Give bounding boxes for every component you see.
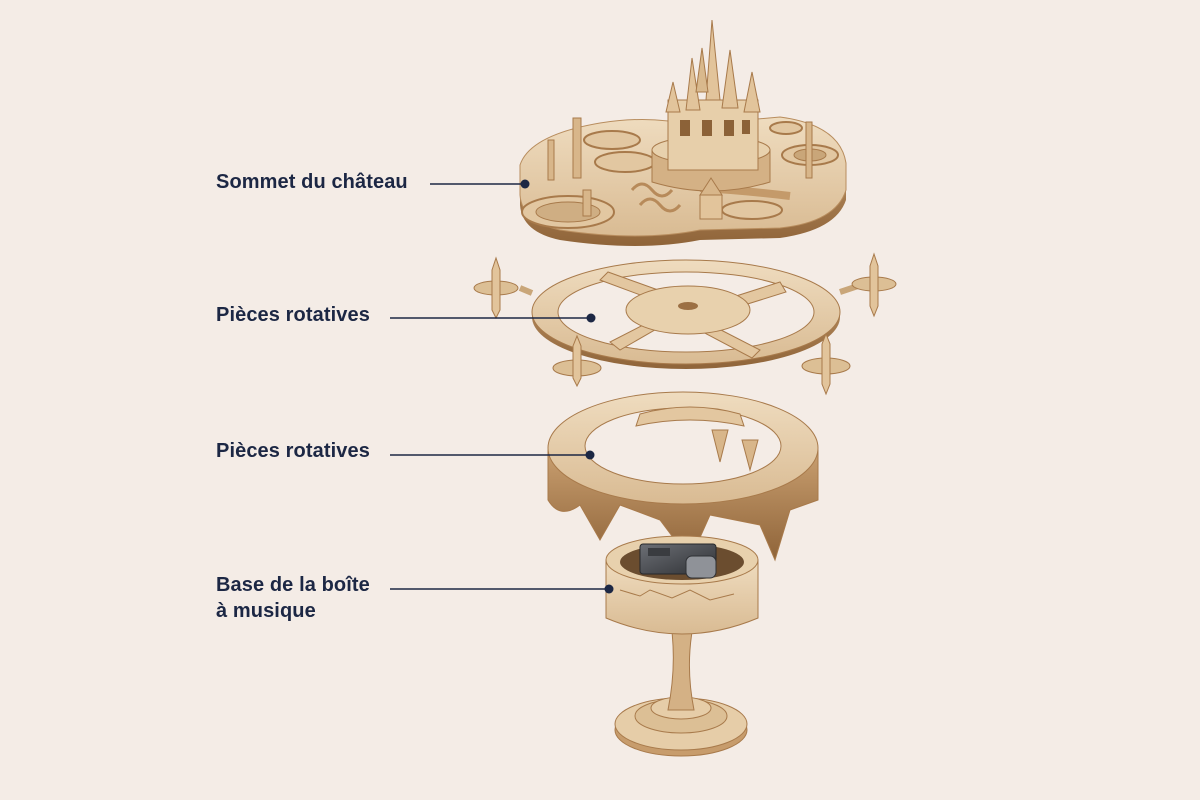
castle-top-piece bbox=[519, 19, 847, 246]
label-rotating-parts-lower: Pièces rotatives bbox=[216, 438, 370, 464]
mini-spinner bbox=[801, 332, 851, 396]
label-text: Pièces rotatives bbox=[216, 440, 370, 462]
label-castle-top: Sommet du château bbox=[216, 169, 408, 195]
leader-line bbox=[430, 179, 530, 189]
rotating-ring-lower-piece bbox=[547, 391, 819, 562]
label-text: Base de la boîte bbox=[216, 574, 370, 596]
label-music-box-base: Base de la boîte à musique bbox=[216, 572, 370, 624]
leader-line bbox=[390, 584, 614, 594]
leader-line bbox=[390, 313, 596, 323]
music-box-base-piece bbox=[605, 535, 759, 757]
rotating-ring-upper-piece bbox=[473, 252, 897, 396]
leader-line bbox=[390, 450, 595, 460]
label-text: Sommet du château bbox=[216, 171, 408, 193]
mini-spinner bbox=[473, 256, 519, 320]
mini-spinner bbox=[851, 252, 897, 318]
label-rotating-parts-upper: Pièces rotatives bbox=[216, 302, 370, 328]
label-text: à musique bbox=[216, 600, 316, 622]
mini-spinner bbox=[552, 334, 602, 388]
label-text: Pièces rotatives bbox=[216, 304, 370, 326]
